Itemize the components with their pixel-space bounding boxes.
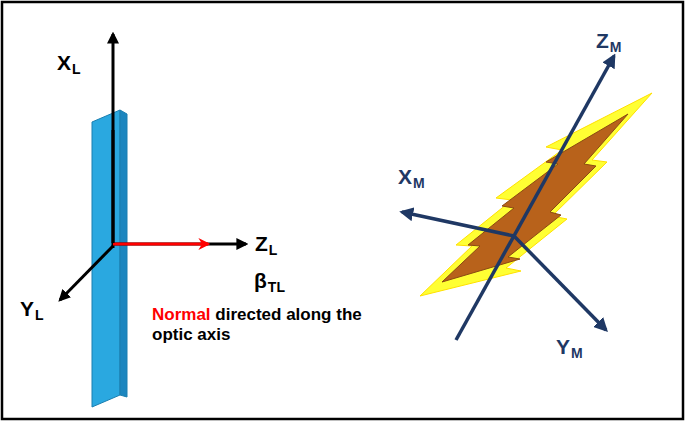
normal-note: Normal directed along the optic axis	[152, 305, 402, 346]
beta-label: β	[254, 270, 267, 291]
y-lab-label: Y	[20, 298, 34, 319]
y-lab-label-subscript: L	[35, 308, 44, 322]
y-mol-label: Y	[556, 336, 570, 357]
normal-word: Normal	[152, 305, 211, 324]
z-mol-label: Z	[596, 30, 609, 51]
normal-vector	[113, 243, 208, 246]
z-mol-axis	[456, 56, 614, 340]
x-lab-label-subscript: L	[72, 62, 81, 76]
beta-label-subscript: TL	[268, 280, 285, 294]
z-lab-axis	[113, 243, 246, 246]
x-mol-label-subscript: M	[413, 176, 425, 190]
x-mol-axis	[402, 212, 514, 236]
x-mol-label: X	[398, 166, 412, 187]
slab-face	[92, 110, 120, 407]
y-lab-axis	[60, 246, 113, 300]
y-mol-label-subscript: M	[571, 346, 583, 360]
y-mol-axis	[514, 236, 606, 330]
x-lab-axis	[112, 34, 115, 248]
x-lab-axis-front	[112, 130, 115, 243]
slab-side	[120, 110, 127, 397]
x-lab-label: X	[57, 52, 71, 73]
z-lab-label: Z	[255, 233, 268, 254]
z-lab-label-subscript: L	[269, 243, 278, 257]
z-mol-label-subscript: M	[610, 40, 622, 54]
